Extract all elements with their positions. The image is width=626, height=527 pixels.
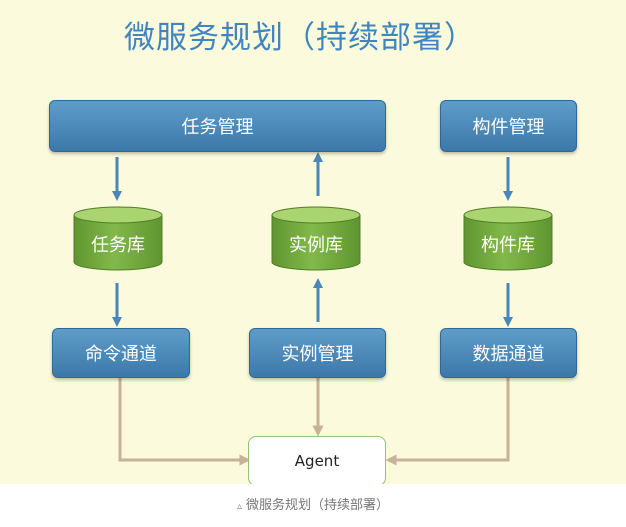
- caption-triangle-icon: ▵: [236, 501, 242, 512]
- connector-command-channel-to-agent: [118, 378, 251, 466]
- instance-db-label: 实例库: [289, 235, 343, 256]
- instance-management-box: 实例管理: [249, 328, 386, 378]
- connector-data-channel-to-agent: [385, 378, 510, 466]
- diagram-slide: 微服务规划（持续部署）: [0, 0, 626, 484]
- diagram-canvas: [73, 152, 553, 466]
- figure-caption: ▵ 微服务规划（持续部署）: [0, 494, 626, 513]
- caption-text: 微服务规划（持续部署）: [246, 498, 390, 513]
- data-channel-box: 数据通道: [440, 328, 577, 378]
- component-management-box: 构件管理: [440, 100, 577, 152]
- command-channel-box: 命令通道: [52, 328, 190, 378]
- component-db-cylinder: [463, 206, 553, 271]
- component-db-label: 构件库: [481, 235, 535, 256]
- task-db-label: 任务库: [91, 235, 145, 256]
- task-management-box: 任务管理: [49, 100, 386, 152]
- instance-db-cylinder: [271, 206, 361, 271]
- task-db-cylinder: [73, 206, 163, 271]
- diagram-title: 微服务规划（持续部署）: [124, 20, 476, 56]
- agent-box: Agent: [248, 436, 386, 484]
